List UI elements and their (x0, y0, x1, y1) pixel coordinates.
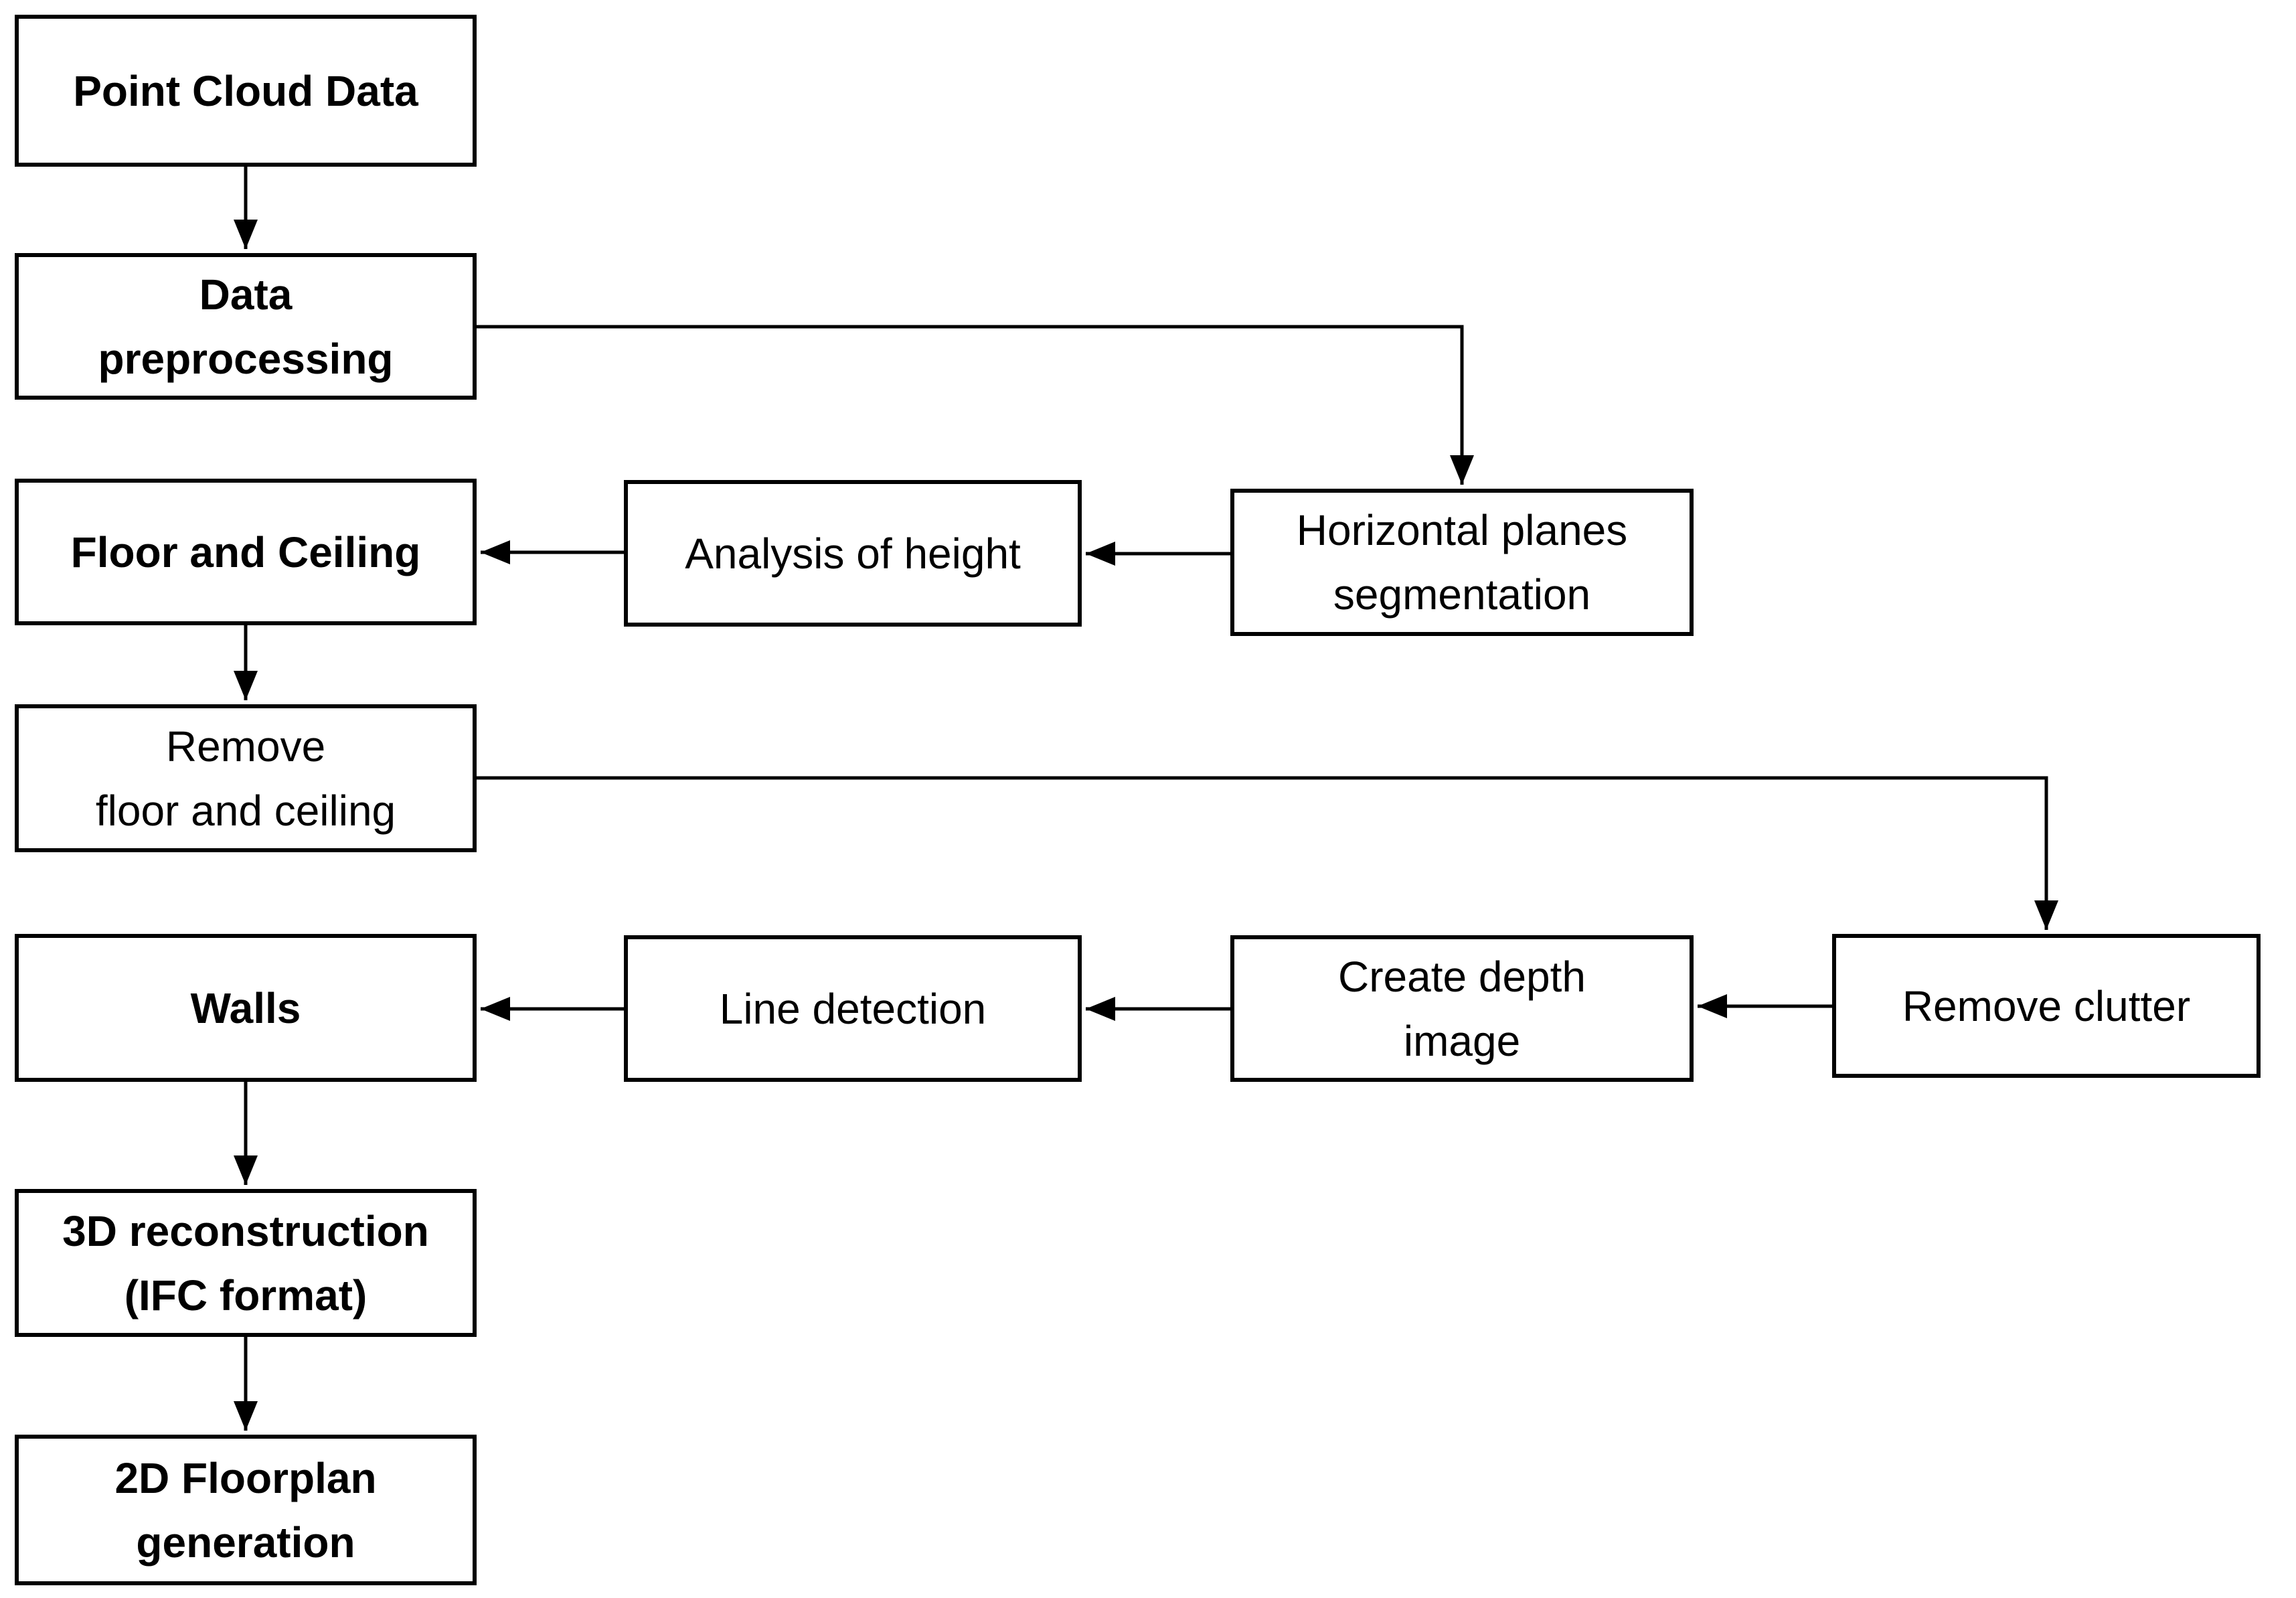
node-floor-and-ceiling-label: Floor and Ceiling (70, 528, 421, 576)
node-create-depth-image: Create depth image (1230, 935, 1694, 1082)
node-remove-floor-and-ceiling-label: Remove floor and ceiling (95, 722, 396, 835)
node-point-cloud-data-label: Point Cloud Data (73, 66, 418, 115)
node-remove-clutter-label: Remove clutter (1902, 981, 2191, 1030)
node-line-detection-label: Line detection (719, 984, 987, 1033)
edge-remove-to-clutter (477, 776, 2058, 930)
node-2d-floorplan-generation-label: 2D Floorplan generation (114, 1453, 377, 1567)
node-analysis-of-height-label: Analysis of height (685, 529, 1021, 578)
node-remove-clutter: Remove clutter (1832, 934, 2261, 1078)
node-remove-floor-and-ceiling: Remove floor and ceiling (15, 704, 477, 852)
node-create-depth-image-label: Create depth image (1337, 952, 1586, 1065)
node-analysis-of-height: Analysis of height (624, 480, 1082, 627)
node-floor-and-ceiling: Floor and Ceiling (15, 479, 477, 625)
edge-preprocessing-to-horizontal-planes (477, 325, 1474, 485)
node-data-preprocessing-label: Data preprocessing (98, 270, 394, 383)
node-data-preprocessing: Data preprocessing (15, 253, 477, 400)
node-2d-floorplan-generation: 2D Floorplan generation (15, 1435, 477, 1585)
node-horizontal-planes-segmentation-label: Horizontal planes segmentation (1296, 506, 1628, 619)
node-3d-reconstruction: 3D reconstruction (IFC format) (15, 1189, 477, 1337)
node-horizontal-planes-segmentation: Horizontal planes segmentation (1230, 489, 1694, 636)
node-walls-label: Walls (190, 983, 301, 1032)
node-3d-reconstruction-label: 3D reconstruction (IFC format) (62, 1206, 429, 1320)
node-point-cloud-data: Point Cloud Data (15, 15, 477, 167)
node-walls: Walls (15, 934, 477, 1082)
node-line-detection: Line detection (624, 935, 1082, 1082)
